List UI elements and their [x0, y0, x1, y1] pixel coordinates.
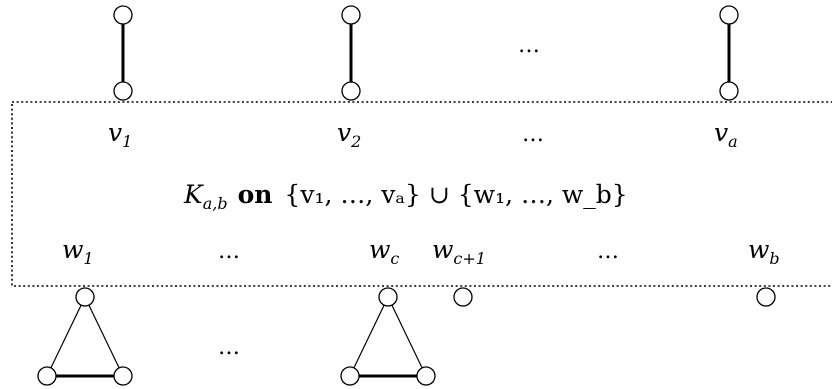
node-wc1 — [453, 287, 473, 307]
node-wb — [756, 287, 776, 307]
triangle-1-node-left — [37, 366, 57, 386]
label-wb: wb — [748, 235, 780, 268]
label-va: va — [714, 118, 738, 151]
pendant-node-top-a — [719, 5, 739, 25]
node-w1 — [75, 287, 95, 307]
top-ellipsis: … — [518, 33, 542, 58]
triangle-c-edge-right — [387, 296, 427, 377]
label-wc1: wc+1 — [432, 235, 486, 268]
top-label-ellipsis: … — [522, 122, 546, 147]
triangle-1-edge-right — [84, 296, 124, 377]
node-wc — [378, 287, 398, 307]
bottom-label-ellipsis-right: … — [597, 239, 621, 264]
node-v2 — [341, 81, 361, 101]
triangle-c-node-left — [340, 366, 360, 386]
label-wc: wc — [369, 235, 399, 268]
node-va — [719, 81, 739, 101]
triangle-1-edge-left — [46, 296, 86, 377]
triangle-1-node-right — [113, 366, 133, 386]
triangles-ellipsis: … — [218, 335, 242, 360]
bipartite-region-box — [11, 101, 832, 287]
label-v2: v2 — [337, 118, 361, 151]
label-w1: w1 — [62, 235, 94, 268]
node-v1 — [113, 81, 133, 101]
triangle-c-edge-left — [349, 296, 389, 377]
triangle-c-node-right — [416, 366, 436, 386]
bottom-label-ellipsis-left: … — [218, 239, 242, 264]
pendant-node-top-1 — [113, 5, 133, 25]
pendant-node-top-2 — [341, 5, 361, 25]
label-v1: v1 — [108, 118, 132, 151]
